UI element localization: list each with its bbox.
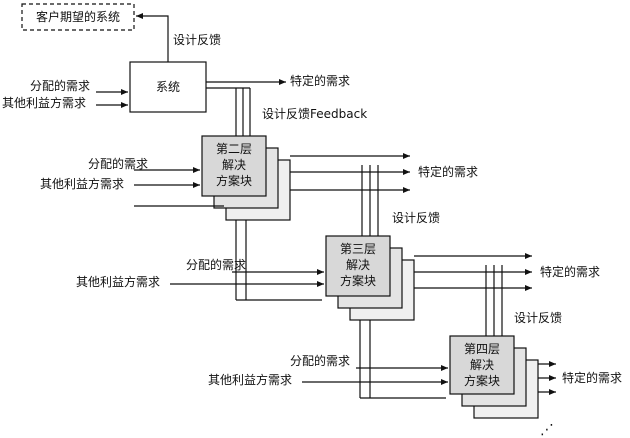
l3-block-line3: 方案块 bbox=[340, 273, 376, 288]
l2-allocated-label: 分配的需求 bbox=[88, 156, 148, 171]
customer-expected-system-box bbox=[21, 3, 135, 31]
l4-other-label: 其他利益方需求 bbox=[208, 372, 292, 387]
system-box-label: 系统 bbox=[156, 80, 180, 94]
system-box bbox=[129, 61, 207, 113]
l3-feedback-label: 设计反馈 bbox=[514, 311, 562, 325]
l4-solution-block bbox=[449, 335, 515, 395]
l4-allocated-label: 分配的需求 bbox=[290, 353, 350, 368]
l3-other-label: 其他利益方需求 bbox=[76, 274, 160, 289]
l1-allocated-label: 分配的需求 bbox=[30, 78, 90, 93]
l4-block-line2: 解决 bbox=[470, 358, 494, 372]
l2-block-line2: 解决 bbox=[222, 158, 246, 172]
customer-expected-system-label: 客户期望的系统 bbox=[36, 9, 120, 24]
l1-specific-label: 特定的需求 bbox=[290, 73, 350, 88]
l3-allocated-label: 分配的需求 bbox=[186, 257, 246, 272]
top-feedback-arrow bbox=[136, 13, 169, 62]
l2-block-line3: 方案块 bbox=[216, 173, 252, 188]
l1-feedback-label: 设计反馈Feedback bbox=[262, 107, 367, 121]
l2-solution-block bbox=[201, 135, 267, 197]
l1-other-label: 其他利益方需求 bbox=[2, 95, 86, 110]
l4-block-line3: 方案块 bbox=[464, 373, 500, 388]
l2-specific-label: 特定的需求 bbox=[418, 164, 478, 179]
l3-solution-block bbox=[325, 235, 391, 297]
l3-block-line1: 第三层 bbox=[340, 242, 376, 256]
l3-block-line2: 解决 bbox=[346, 258, 370, 272]
l3-specific-label: 特定的需求 bbox=[540, 264, 600, 279]
l4-specific-label: 特定的需求 bbox=[562, 370, 622, 385]
l2-other-label: 其他利益方需求 bbox=[40, 176, 124, 191]
l2-block-line1: 第二层 bbox=[216, 142, 252, 156]
l4-block-line1: 第四层 bbox=[464, 342, 500, 356]
l2-feedback-label: 设计反馈 bbox=[392, 211, 440, 225]
continuation-dots: ⋰ bbox=[540, 422, 554, 438]
top-feedback-label: 设计反馈 bbox=[173, 33, 221, 47]
